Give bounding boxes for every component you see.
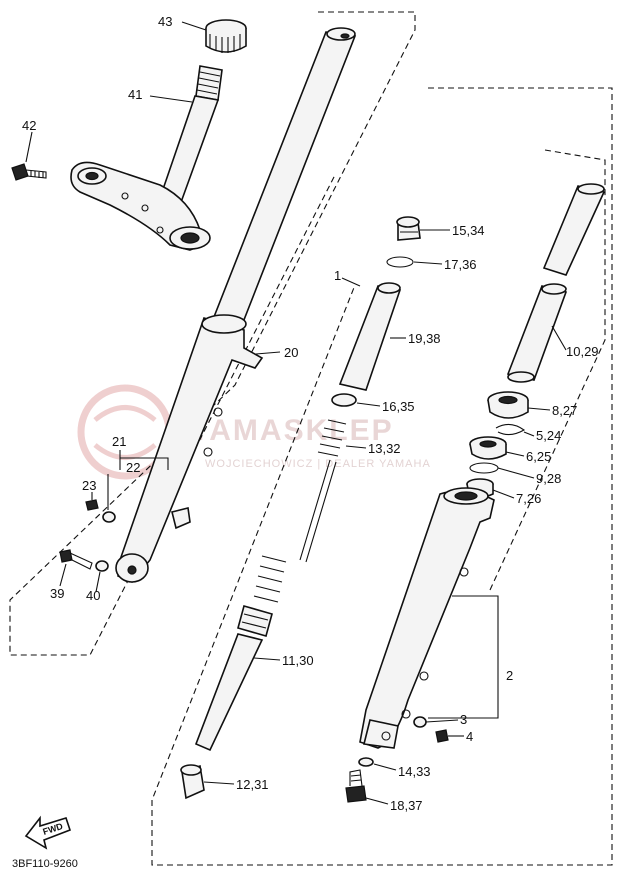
part-41-steering-stem (70, 65, 223, 251)
leader-lines (25, 21, 567, 805)
inner-tube-outline (489, 149, 606, 591)
label-1: 1 (334, 268, 341, 283)
part-9-washer (469, 462, 499, 474)
fwd-arrow-icon: FWD (24, 815, 72, 850)
label-20: 20 (284, 345, 298, 360)
part-23-washer (85, 499, 99, 511)
label-13: 13,32 (368, 441, 401, 456)
label-8: 8,27 (552, 403, 577, 418)
label-16: 16,35 (382, 399, 415, 414)
part-6-oil-seal (469, 436, 507, 460)
part-16-washer (331, 393, 357, 407)
label-7: 7,26 (516, 491, 541, 506)
label-17: 17,36 (444, 257, 477, 272)
part-43-cap (205, 19, 247, 53)
part-5-clip (495, 423, 526, 436)
part-3-gasket (413, 716, 427, 728)
label-9: 9,28 (536, 471, 561, 486)
label-10: 10,29 (566, 344, 599, 359)
label-42: 42 (22, 118, 36, 133)
label-40: 40 (86, 588, 100, 603)
part-40-washer (95, 560, 109, 572)
label-23: 23 (82, 478, 96, 493)
watermark: YAMASKLEP WOJCIECHOWICZ | DEALER YAMAHA (77, 384, 431, 480)
label-11: 11,30 (282, 653, 314, 668)
part-39-bolt (59, 549, 93, 570)
diagram-code: 3BF110-9260 (12, 858, 78, 870)
label-4: 4 (466, 729, 473, 744)
label-14: 14,33 (398, 764, 431, 779)
part-13-spring (317, 419, 347, 457)
part-17-o-ring (386, 256, 414, 268)
label-41: 41 (128, 87, 142, 102)
label-2: 2 (506, 668, 513, 683)
label-39: 39 (50, 586, 64, 601)
part-2-outer-tube (359, 487, 495, 749)
part-14-gasket (358, 757, 374, 767)
part-22-bushing (102, 511, 116, 523)
watermark-subtitle: WOJCIECHOWICZ | DEALER YAMAHA (205, 458, 431, 470)
label-12: 12,31 (236, 777, 269, 792)
label-19: 19,38 (408, 331, 441, 346)
part-18-bolt (345, 769, 367, 803)
part-8-dust-seal (487, 391, 529, 419)
watermark-brand: YAMASKLEP (190, 414, 394, 447)
assembly-outlines (9, 11, 613, 866)
label-15: 15,34 (452, 223, 485, 238)
part-11-damper-rod (194, 459, 337, 752)
part-10-inner-tube (506, 183, 606, 383)
left-fork-outline (9, 11, 416, 656)
right-fork-outline (151, 87, 613, 866)
label-6: 6,25 (526, 449, 551, 464)
label-18: 18,37 (390, 798, 423, 813)
label-43: 43 (158, 14, 172, 29)
label-3: 3 (460, 712, 467, 727)
part-4-drain-bolt (435, 729, 449, 743)
part-labels: 43 41 42 20 1 21 22 23 39 40 15,34 17,36… (22, 14, 599, 813)
part-42-bolt (11, 163, 47, 181)
label-22: 22 (126, 460, 140, 475)
part-19-spacer (338, 282, 402, 391)
part-15-cap-bolt (396, 216, 421, 241)
part-20-fork-leg (115, 27, 357, 583)
label-21: 21 (112, 434, 126, 449)
part-12-oil-lock (180, 764, 205, 800)
label-5: 5,24 (536, 428, 561, 443)
